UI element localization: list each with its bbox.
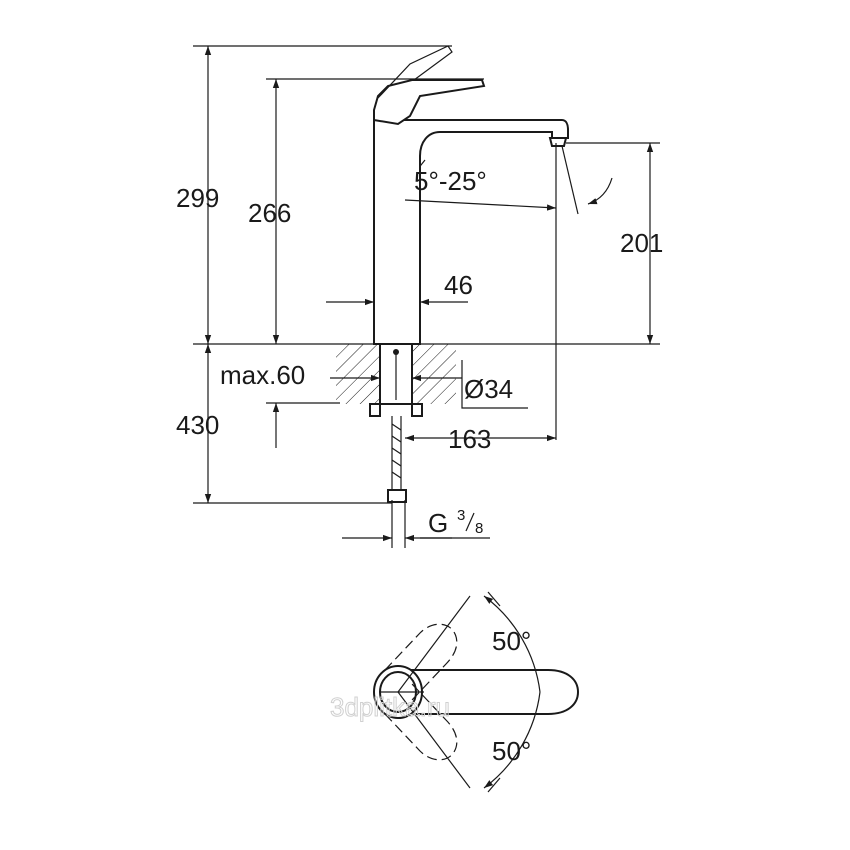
dimension-lines	[204, 46, 654, 542]
top-view: 50° 50°	[373, 591, 580, 793]
dim-projection: 163	[448, 424, 491, 454]
deck-hatching	[336, 344, 456, 404]
dim-thread: G	[428, 508, 448, 538]
dim-spout-height: 201	[620, 228, 663, 258]
faucet-side-view	[369, 45, 613, 503]
lever-top-center	[395, 669, 580, 715]
dim-thread-denominator: 8	[475, 520, 483, 537]
lever-outline	[373, 79, 486, 126]
watermark-text: 3dplitka.ru	[330, 692, 450, 722]
dimension-labels: 299 266 201 5°-25° 46 max.60 Ø34 430 163…	[176, 166, 663, 538]
dim-tilt-angle: 5°-25°	[414, 166, 487, 196]
lever-top-rotated-down	[384, 683, 458, 761]
angle-up-label: 50°	[492, 626, 531, 656]
fixing-nut-right	[411, 403, 423, 417]
lever-top-rotated-up	[384, 623, 458, 701]
aerator-outline	[548, 137, 568, 147]
dim-hole-diameter: Ø34	[464, 374, 513, 404]
angle-down-label: 50°	[492, 736, 531, 766]
fixing-nut-left	[369, 403, 381, 417]
dim-lever-height: 266	[248, 198, 291, 228]
dim-thread-numerator: 3	[457, 507, 465, 524]
spout-outline	[373, 119, 569, 345]
extension-lines	[193, 45, 660, 548]
dim-body-width: 46	[444, 270, 473, 300]
supply-hose	[387, 416, 407, 503]
dim-below-deck: 430	[176, 410, 219, 440]
lever-alt-position	[377, 45, 453, 99]
dim-total-height: 299	[176, 183, 219, 213]
dim-max-deck: max.60	[220, 360, 305, 390]
